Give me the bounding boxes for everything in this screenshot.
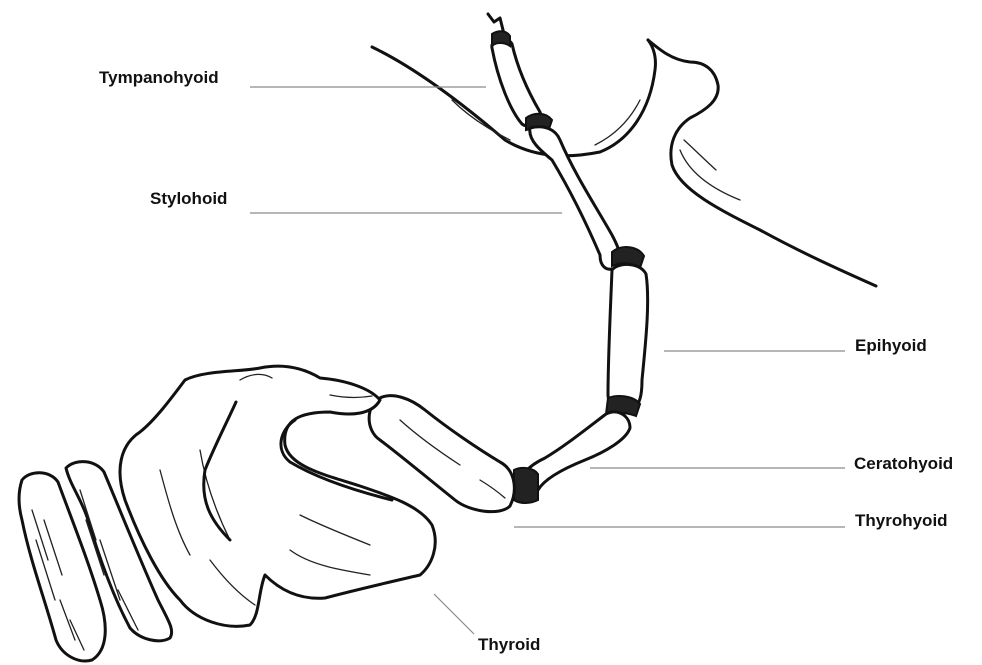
leader-thyroid xyxy=(434,594,474,634)
label-stylohoid: Stylohoid xyxy=(150,190,227,207)
tympanohyoid-bone xyxy=(488,14,541,126)
epihyoid-bone xyxy=(606,264,648,416)
label-thyroid: Thyroid xyxy=(478,636,540,653)
ceratohyoid-bone xyxy=(514,412,630,503)
thyrohyoid-bone xyxy=(369,396,514,512)
label-epihyoid: Epihyoid xyxy=(855,337,927,354)
label-tympanohyoid: Tympanohyoid xyxy=(99,69,219,86)
label-ceratohyoid: Ceratohyoid xyxy=(854,455,953,472)
stylohoid-bone xyxy=(526,114,644,270)
label-thyrohyoid: Thyrohyoid xyxy=(855,512,948,529)
